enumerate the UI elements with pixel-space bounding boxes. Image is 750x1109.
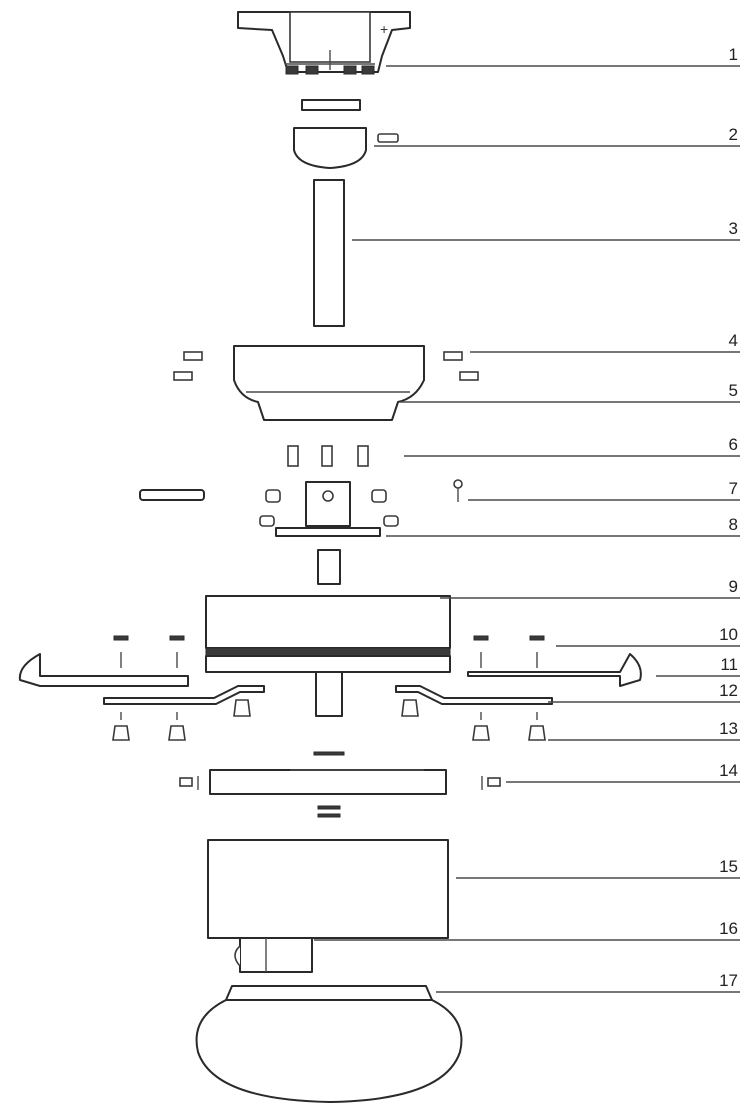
- callout-12: 12: [719, 681, 738, 700]
- callout-13: 13: [719, 719, 738, 738]
- callout-10: 10: [719, 625, 738, 644]
- callouts: 1 2 3 4 5 6 7 8 9 10 11 12 13 14 15 16 1…: [314, 45, 740, 993]
- bracket-screws: [112, 712, 546, 741]
- rubber-gasket: [301, 99, 361, 111]
- downrod: [313, 179, 345, 327]
- hanger-ball: [293, 127, 399, 169]
- callout-15: 15: [719, 857, 738, 876]
- canopy: [233, 345, 425, 421]
- callout-7: 7: [729, 479, 738, 498]
- callout-5: 5: [729, 381, 738, 400]
- fan-blades: [18, 653, 642, 687]
- callout-9: 9: [729, 577, 738, 596]
- svg-text:+: +: [380, 21, 388, 37]
- callout-17: 17: [719, 971, 738, 990]
- blade-brackets: [103, 685, 553, 717]
- callout-1: 1: [729, 45, 738, 64]
- callout-8: 8: [729, 515, 738, 534]
- switch-housing: [207, 839, 449, 939]
- ceiling-mount-bracket: +: [237, 11, 411, 75]
- callout-16: 16: [719, 919, 738, 938]
- blade-screws: [113, 635, 545, 668]
- canopy-screws: [173, 351, 479, 381]
- light-socket: [234, 937, 313, 973]
- switch-plate: [179, 751, 501, 818]
- callout-11: 11: [720, 655, 738, 674]
- motor-housing: [205, 549, 451, 717]
- glass-shade: [195, 985, 463, 1103]
- callout-2: 2: [729, 125, 738, 144]
- coupling-yoke: [259, 481, 399, 537]
- callout-4: 4: [729, 331, 738, 350]
- clevis-pin: [139, 479, 463, 502]
- callout-3: 3: [729, 219, 738, 238]
- callout-14: 14: [719, 761, 738, 780]
- callout-6: 6: [729, 435, 738, 454]
- coupling-screws: [287, 445, 369, 467]
